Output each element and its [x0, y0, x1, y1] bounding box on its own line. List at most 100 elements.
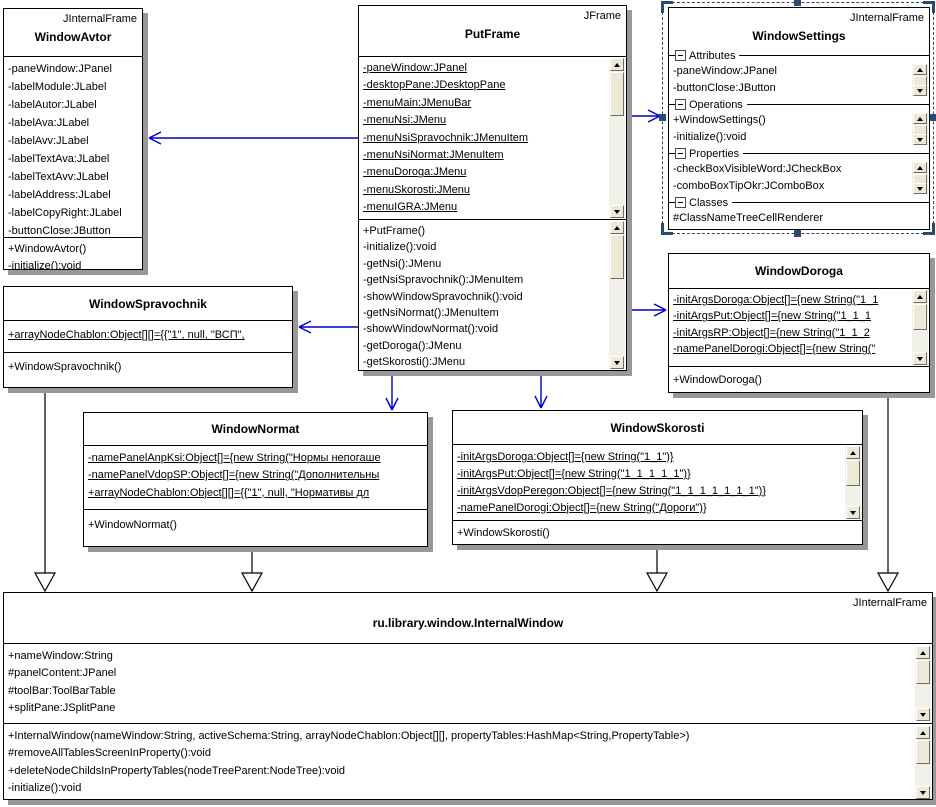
- scrollbar[interactable]: [912, 64, 928, 96]
- member-row[interactable]: +WindowSpravochnik(): [8, 361, 122, 373]
- member-row[interactable]: +WindowAvtor(): [8, 243, 87, 255]
- member-row[interactable]: -initArgsVdopPeregon:Object[]={new Strin…: [457, 484, 766, 497]
- member-row[interactable]: -labelTextAvv:JLabel: [8, 171, 109, 183]
- scrollbar[interactable]: [845, 446, 861, 519]
- scrollbar[interactable]: [912, 162, 928, 194]
- class-box-windowspravochnik[interactable]: WindowSpravochnik +arrayNodeChablon:Obje…: [3, 286, 293, 388]
- member-row[interactable]: #toolBar:ToolBarTable: [8, 684, 116, 697]
- scroll-up-button[interactable]: [913, 290, 927, 303]
- member-row[interactable]: -labelModule:JLabel: [8, 81, 107, 93]
- scrollbar-thumb[interactable]: [610, 235, 624, 279]
- member-row[interactable]: -menuMain:JMenuBar: [363, 96, 472, 109]
- member-row[interactable]: -buttonClose:JButton: [673, 81, 776, 94]
- member-row[interactable]: -showWindowSpravochnik():void: [363, 290, 523, 303]
- scroll-up-button[interactable]: [610, 58, 624, 71]
- class-name[interactable]: WindowSpravochnik: [89, 296, 207, 311]
- member-row[interactable]: +WindowNormat(): [88, 519, 177, 531]
- scroll-down-button[interactable]: [913, 352, 927, 365]
- member-row[interactable]: -labelAva:JLabel: [8, 117, 90, 129]
- scroll-up-button[interactable]: [913, 162, 927, 173]
- class-box-windowsettings[interactable]: JInternalFrame WindowSettings Attributes…: [668, 7, 930, 230]
- selection-handle[interactable]: [794, 230, 801, 237]
- class-name[interactable]: WindowDoroga: [755, 264, 843, 278]
- member-row[interactable]: +arrayNodeChablon:Object[][]={{"1", null…: [8, 329, 245, 341]
- member-row[interactable]: -labelCopyRight:JLabel: [8, 207, 122, 219]
- member-row[interactable]: -initialize():void: [8, 782, 82, 795]
- member-row[interactable]: +InternalWindow(nameWindow:String, activ…: [8, 730, 690, 742]
- scroll-up-button[interactable]: [610, 221, 624, 234]
- class-box-putframe[interactable]: JFrame PutFrame -paneWindow:JPanel-deskt…: [358, 5, 627, 371]
- member-row[interactable]: -initialize():void: [673, 130, 747, 143]
- class-box-internalwindow[interactable]: JInternalFrame ru.library.window.Interna…: [3, 592, 933, 800]
- scrollbar-thumb[interactable]: [916, 660, 930, 684]
- scroll-up-button[interactable]: [916, 646, 930, 659]
- member-row[interactable]: +arrayNodeChablon:Object[][]={{"1", null…: [88, 486, 370, 499]
- selection-handle[interactable]: [794, 0, 801, 6]
- member-row[interactable]: -paneWindow:JPanel: [673, 65, 777, 77]
- scroll-down-button[interactable]: [610, 205, 624, 218]
- scrollbar[interactable]: [912, 113, 928, 145]
- member-row[interactable]: -menuDoroga:JMenu: [363, 166, 467, 179]
- scrollbar[interactable]: [912, 290, 928, 365]
- selection-handle[interactable]: [930, 114, 936, 121]
- member-row[interactable]: +splitPane:JSplitPane: [8, 702, 116, 715]
- scroll-down-button[interactable]: [913, 85, 927, 96]
- member-row[interactable]: -initialize():void: [8, 260, 82, 270]
- member-row[interactable]: -getSkorosti():JMenu: [363, 356, 466, 369]
- member-row[interactable]: -initArgsRP:Object[]={new String("1_1_2: [673, 326, 870, 339]
- member-row[interactable]: -paneWindow:JPanel: [8, 63, 112, 75]
- member-row[interactable]: -menuSkorosti:JMenu: [363, 183, 470, 196]
- scroll-up-button[interactable]: [913, 64, 927, 75]
- member-row[interactable]: -showWindowNormat():void: [363, 323, 499, 336]
- member-row[interactable]: -getNsiSpravochnik():JMenuItem: [363, 274, 524, 287]
- member-row[interactable]: #removeAllTablesScreenInProperty():void: [8, 747, 211, 760]
- member-row[interactable]: -menuNsi:JMenu: [363, 114, 447, 127]
- member-row[interactable]: -labelAutor:JLabel: [8, 99, 97, 111]
- member-row[interactable]: -comboBoxTipOkr:JComboBox: [673, 179, 825, 192]
- class-name[interactable]: WindowSettings: [752, 29, 846, 43]
- member-row[interactable]: -buttonClose:JButton: [8, 225, 111, 237]
- class-name[interactable]: PutFrame: [464, 27, 521, 41]
- collapse-minus-icon[interactable]: [675, 99, 686, 110]
- class-name[interactable]: WindowNormat: [211, 422, 300, 436]
- collapse-minus-icon[interactable]: [675, 197, 686, 208]
- member-row[interactable]: -menuNsiSpravochnik:JMenuItem: [363, 131, 529, 144]
- member-row[interactable]: -namePanelDorogi:Object[]={new String(": [673, 343, 876, 356]
- member-row[interactable]: -labelAddress:JLabel: [8, 189, 111, 201]
- member-row[interactable]: -namePanelVdopSP:Object[]={new String("Д…: [88, 469, 380, 482]
- scrollbar-thumb[interactable]: [846, 460, 860, 486]
- scroll-down-button[interactable]: [913, 134, 927, 145]
- member-row[interactable]: -labelAvv:JLabel: [8, 135, 89, 147]
- member-row[interactable]: +PutFrame(): [363, 225, 426, 237]
- member-row[interactable]: +WindowSkorosti(): [457, 527, 550, 539]
- class-box-windowskorosti[interactable]: WindowSkorosti -initArgsDoroga:Object[]=…: [452, 410, 863, 545]
- member-row[interactable]: +deleteNodeChildsInPropertyTables(nodeTr…: [8, 764, 346, 777]
- scrollbar[interactable]: [915, 726, 931, 799]
- scrollbar-thumb[interactable]: [913, 304, 927, 330]
- scrollbar[interactable]: [915, 646, 931, 721]
- member-row[interactable]: +WindowSettings(): [673, 114, 766, 126]
- scroll-up-button[interactable]: [846, 446, 860, 459]
- member-row[interactable]: -namePanelDorogi:Object[]={new String("Д…: [457, 501, 707, 514]
- member-row[interactable]: -menuIGRA:JMenu: [363, 201, 458, 214]
- member-row[interactable]: -paneWindow:JPanel: [363, 62, 467, 74]
- scrollbar[interactable]: [609, 221, 625, 369]
- class-name[interactable]: ru.library.window.InternalWindow: [372, 616, 564, 630]
- member-row[interactable]: -namePanelAnpKsi:Object[]={new String("Н…: [88, 452, 381, 464]
- member-row[interactable]: -initArgsPut:Object[]={new String("1_1_1…: [457, 467, 691, 480]
- scroll-up-button[interactable]: [913, 113, 927, 124]
- member-row[interactable]: -getDoroga():JMenu: [363, 339, 462, 352]
- member-row[interactable]: +WindowDoroga(): [673, 374, 762, 386]
- member-row[interactable]: #ClassNameTreeCellRenderer: [673, 212, 823, 224]
- member-row[interactable]: #panelContent:JPanel: [8, 667, 117, 680]
- selection-handle[interactable]: [659, 114, 666, 121]
- scroll-down-button[interactable]: [916, 786, 930, 799]
- scroll-up-button[interactable]: [916, 726, 930, 739]
- scroll-down-button[interactable]: [916, 708, 930, 721]
- scrollbar[interactable]: [609, 58, 625, 218]
- scroll-down-button[interactable]: [913, 183, 927, 194]
- class-name[interactable]: WindowSkorosti: [610, 420, 705, 435]
- member-row[interactable]: -initialize():void: [363, 241, 437, 254]
- class-box-windownormat[interactable]: WindowNormat -namePanelAnpKsi:Object[]={…: [83, 412, 428, 547]
- scroll-down-button[interactable]: [846, 506, 860, 519]
